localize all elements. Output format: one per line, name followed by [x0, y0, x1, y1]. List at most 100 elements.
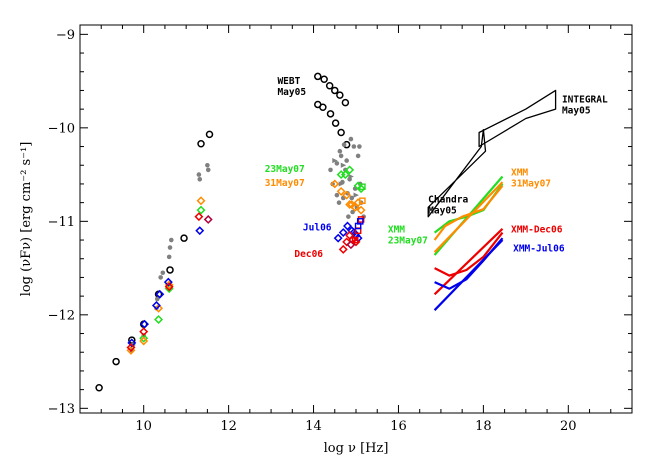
- data-point-dot: [205, 162, 210, 168]
- y-tick-label: −9: [56, 28, 75, 43]
- data-point-dot: [341, 142, 347, 147]
- data-point-diamond: [333, 233, 343, 243]
- data-point-square: [359, 197, 366, 205]
- data-point-diamond: [155, 289, 165, 299]
- annotation-line: Dec06: [294, 249, 323, 260]
- data-point-circle: [95, 384, 103, 392]
- data-point-dot: [197, 176, 203, 182]
- data-point-diamond: [164, 282, 174, 292]
- data-point-dot: [334, 192, 340, 198]
- annotation-label: XMM-Jul06: [513, 243, 565, 254]
- data-point-dot: [334, 161, 340, 166]
- data-point-dot: [357, 144, 362, 149]
- data-point-diamond: [196, 205, 206, 215]
- annotation-label: XMM-Dec06: [511, 225, 563, 236]
- data-point-dot: [196, 172, 202, 177]
- annotation-line: 31May07: [265, 178, 305, 189]
- data-point-diamond: [163, 277, 173, 287]
- data-point-square: [357, 216, 365, 223]
- data-point-triangle: [332, 157, 338, 164]
- data-point-circle: [205, 130, 214, 139]
- y-axis-label: log (νFν) [erg cm⁻² s⁻¹]: [19, 142, 34, 297]
- data-point-square: [356, 218, 364, 225]
- data-point-dot: [158, 275, 163, 280]
- data-point-dot: [344, 158, 349, 163]
- x-tick-label: 10: [135, 419, 152, 434]
- data-point-circle: [314, 72, 322, 81]
- data-point-diamond: [140, 319, 150, 329]
- annotation-line: May05: [428, 206, 457, 217]
- data-point-diamond: [345, 165, 355, 175]
- flux-bowtie: [478, 89, 557, 148]
- data-point-dot: [328, 167, 333, 173]
- data-point-diamond: [139, 336, 149, 346]
- data-point-circle: [112, 357, 120, 366]
- data-point-diamond: [342, 237, 352, 247]
- data-point-diamond: [330, 179, 340, 189]
- annotation-line: XMM-Jul06: [513, 243, 565, 254]
- data-point-diamond: [338, 228, 348, 238]
- plot-frame: [79, 24, 633, 414]
- data-point-diamond: [126, 343, 136, 353]
- xray-spectrum-line: [433, 181, 504, 253]
- lines-layer: [427, 89, 557, 311]
- annotation-line: Jul06: [303, 223, 332, 234]
- annotation-label: Jul06: [303, 223, 332, 234]
- data-point-diamond: [356, 184, 366, 194]
- data-point-circle: [341, 98, 350, 107]
- data-point-diamond: [203, 215, 213, 224]
- annotation-line: May05: [562, 106, 591, 117]
- xray-spectrum-line: [433, 228, 504, 296]
- data-point-circle: [326, 110, 335, 118]
- data-point-dot: [154, 296, 160, 302]
- data-point-diamond: [338, 244, 348, 254]
- annotation-line: WEBT: [277, 76, 300, 87]
- x-tick-label: 16: [390, 419, 407, 434]
- data-point-dot: [355, 153, 361, 159]
- x-tick-label: 20: [560, 419, 577, 434]
- x-axis-label: log ν [Hz]: [324, 441, 389, 456]
- x-tick-label: 12: [220, 419, 237, 434]
- data-point-dot: [336, 200, 342, 205]
- y-tick-label: −13: [48, 402, 75, 417]
- data-point-diamond: [346, 240, 356, 250]
- annotation-label: Dec06: [294, 249, 323, 260]
- data-point-circle: [197, 139, 205, 148]
- data-point-dot: [346, 214, 351, 219]
- annotation-label: 23May07: [265, 164, 305, 175]
- data-point-dot: [348, 136, 354, 142]
- data-point-diamond: [340, 170, 350, 180]
- y-tick-label: −10: [48, 121, 75, 136]
- y-tick-label: −12: [48, 308, 75, 323]
- data-point-diamond: [139, 333, 149, 343]
- xray-spectrum-line: [433, 185, 504, 241]
- data-point-triangle: [338, 181, 345, 187]
- data-point-dot: [160, 270, 166, 276]
- data-point-diamond: [127, 338, 137, 348]
- data-point-dot: [338, 153, 344, 159]
- annotation-line: 23May07: [388, 236, 428, 247]
- y-tick-label: −11: [48, 215, 75, 230]
- annotation-line: Chandra: [428, 195, 468, 206]
- data-point-diamond: [342, 190, 352, 200]
- data-point-circle: [180, 234, 188, 242]
- annotation-line: May05: [277, 87, 306, 98]
- data-point-diamond: [154, 315, 164, 324]
- data-point-dot: [349, 195, 355, 201]
- data-point-triangle: [348, 173, 354, 180]
- xray-spectrum-line: [434, 237, 504, 290]
- annotation-line: XMM: [388, 225, 405, 236]
- data-point-square: [351, 236, 359, 244]
- data-point-dot: [166, 254, 172, 260]
- data-point-diamond: [345, 200, 355, 209]
- flux-bowtie: [427, 129, 487, 218]
- annotation-label: 31May07: [265, 178, 305, 189]
- data-point-dot: [350, 209, 355, 215]
- annotation-line: 23May07: [265, 164, 305, 175]
